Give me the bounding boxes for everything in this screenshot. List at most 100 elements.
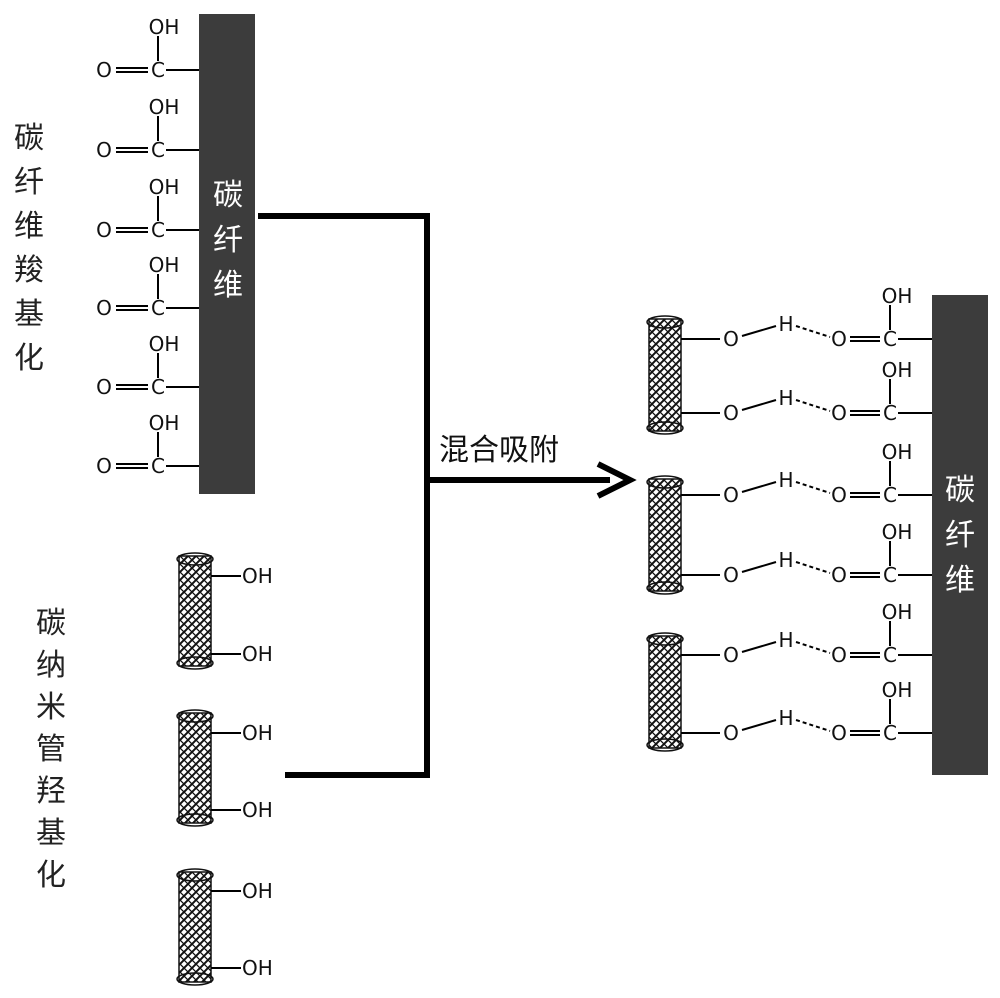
hydrogen-bond <box>795 561 831 574</box>
merge-connector <box>258 213 430 778</box>
oxygen-atom: O <box>96 375 112 399</box>
carbonyl-oxygen: O <box>831 643 847 667</box>
cnt-bottom-rim <box>646 421 684 435</box>
oxygen-atom: O <box>723 721 739 745</box>
bond-o-h <box>741 641 777 653</box>
carbon-atom: C <box>151 454 165 478</box>
hydroxyl-label: OH <box>882 284 913 308</box>
cnt-body <box>648 635 682 749</box>
hydroxyl-label: OH <box>242 721 273 745</box>
oxygen-atom: O <box>723 401 739 425</box>
cnt-title-char: 纳 <box>36 648 66 683</box>
carbon-atom: C <box>151 218 165 242</box>
cnt-top-rim <box>176 868 214 882</box>
carbonyl-oxygen: O <box>831 327 847 351</box>
cnt-title-char: 羟 <box>36 774 66 809</box>
hydroxyl-label: OH <box>149 15 180 39</box>
hydrogen-bond <box>795 719 831 732</box>
carbon-fiber-label-left: 碳纤维 <box>213 178 243 303</box>
cnt-title-char: 管 <box>36 732 66 767</box>
cf-title-char: 羧 <box>14 253 44 288</box>
hydroxyl-label: OH <box>149 95 180 119</box>
cnt-bottom-rim <box>646 581 684 595</box>
cnt-body <box>178 712 212 824</box>
cnt-body <box>648 318 682 432</box>
cnt-bottom-rim <box>176 813 214 827</box>
carbonyl-oxygen: O <box>831 721 847 745</box>
bond-o-h <box>741 481 777 493</box>
cf-title-char: 基 <box>14 297 44 332</box>
hydrogen-bond <box>795 641 831 654</box>
oxygen-atom: O <box>96 296 112 320</box>
carbon-fiber-bar-right <box>932 295 988 775</box>
hydrogen-atom: H <box>778 468 793 492</box>
hydrogen-atom: H <box>778 386 793 410</box>
fiber-right-char: 碳 <box>945 473 975 508</box>
oxygen-atom: O <box>723 483 739 507</box>
carbon-fiber-label-right: 碳纤维 <box>945 473 975 598</box>
cnt-title-char: 碳 <box>36 606 66 641</box>
hydrogen-bond <box>795 325 831 338</box>
hydroxyl-label: OH <box>882 600 913 624</box>
hydroxyl-label: OH <box>882 440 913 464</box>
hydroxyl-label: OH <box>242 642 273 666</box>
cnt-top-rim <box>646 632 684 646</box>
bond-o-h <box>741 719 777 731</box>
cnt-top-rim <box>176 709 214 723</box>
hydrogen-atom: H <box>778 628 793 652</box>
carboxyl-group: O C OH <box>96 253 199 320</box>
cf-title-char: 碳 <box>14 121 44 156</box>
cnt-body <box>178 871 212 983</box>
fiber-left-char: 碳 <box>213 178 243 213</box>
fiber-left-char: 维 <box>213 268 243 303</box>
fiber-left-char: 纤 <box>213 223 243 258</box>
carbon-atom: C <box>883 721 897 745</box>
hydrogen-atom: H <box>778 706 793 730</box>
carbon-atom: C <box>883 563 897 587</box>
oxygen-atom: O <box>723 643 739 667</box>
fiber-right-char: 维 <box>945 563 975 598</box>
hydroxyl-label: OH <box>882 520 913 544</box>
oxygen-atom: O <box>96 218 112 242</box>
carbon-atom: C <box>883 327 897 351</box>
oxygen-atom: O <box>96 454 112 478</box>
hydroxyl-label: OH <box>882 358 913 382</box>
cf-title-char: 纤 <box>14 165 44 200</box>
hydroxyl-label: OH <box>882 678 913 702</box>
hydrogen-bond <box>795 481 831 494</box>
carbon-atom: C <box>151 58 165 82</box>
cf-title-char: 化 <box>14 341 44 376</box>
oxygen-atom: O <box>723 327 739 351</box>
hydroxylated-cnt: OH OH <box>176 709 273 827</box>
cnt-top-rim <box>646 475 684 489</box>
cnt-bottom-rim <box>646 738 684 752</box>
hydroxyl-label: OH <box>242 798 273 822</box>
bond-o-h <box>741 399 777 411</box>
hydrogen-atom: H <box>778 312 793 336</box>
cnt-title-char: 基 <box>36 816 66 851</box>
carbon-fiber-bar-left <box>199 14 255 494</box>
carbon-atom: C <box>151 375 165 399</box>
cnt-top-rim <box>646 315 684 329</box>
carbon-atom: C <box>151 296 165 320</box>
carbon-atom: C <box>883 483 897 507</box>
hydroxyl-label: OH <box>149 253 180 277</box>
carbon-atom: C <box>151 138 165 162</box>
carbonyl-oxygen: O <box>831 483 847 507</box>
hydroxyl-label: OH <box>242 879 273 903</box>
cnt-top-rim <box>176 552 214 566</box>
arrow-head <box>596 461 637 499</box>
